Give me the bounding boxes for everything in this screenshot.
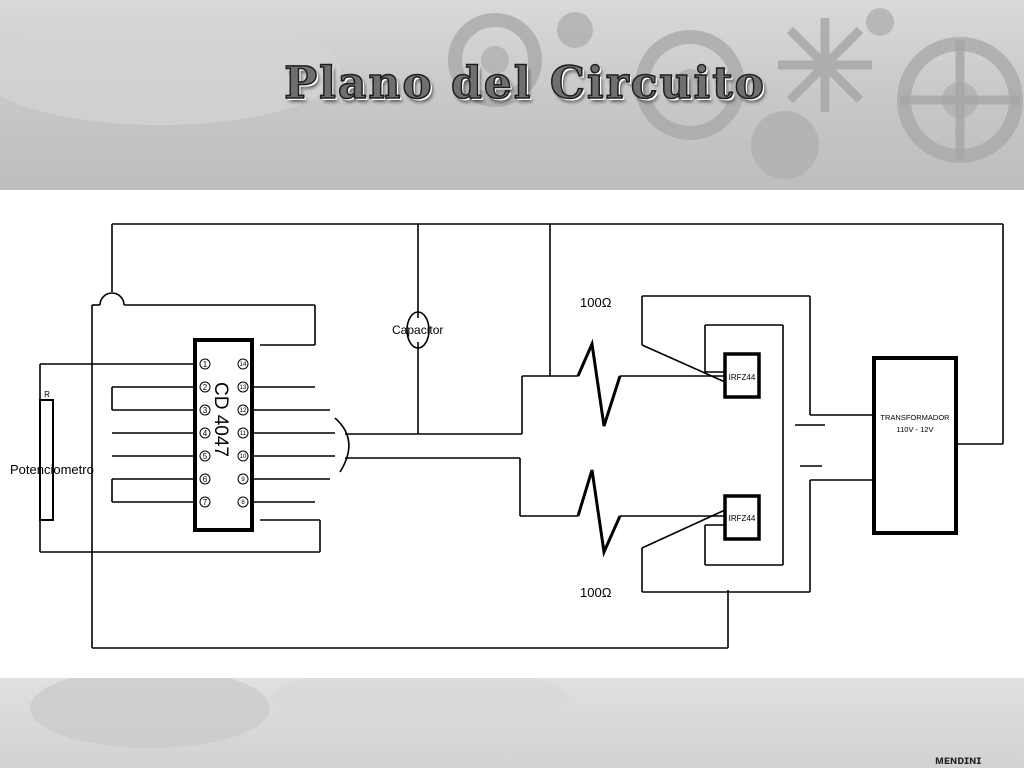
chip-pin-11: 11 [240, 431, 247, 437]
capacitor-symbol [406, 311, 430, 349]
chip-pin-6: 6 [203, 475, 208, 484]
mosfet-bottom-label: IRFZ44 [729, 514, 756, 523]
chip-pin-13: 13 [240, 385, 247, 391]
chip-label: CD 4047 [210, 382, 231, 457]
chip-pin-8: 8 [241, 500, 245, 506]
chip-pin-9: 9 [241, 477, 245, 483]
chip-pin-1: 1 [203, 360, 208, 369]
potentiometer-body [39, 399, 54, 521]
chip-pin-3: 3 [203, 406, 208, 415]
resistor-bottom-label: 100Ω [580, 585, 612, 600]
resistor-bottom [576, 469, 622, 558]
mosfet-top-label: IRFZ44 [729, 373, 756, 382]
circuit-schematic: R Potenciometro 1 2 3 4 5 6 7 [10, 223, 1004, 649]
potentiometer-marker: R [44, 390, 50, 399]
slide-title: Plano del Circuito [283, 57, 766, 110]
capacitor-label: Capacitor [392, 323, 443, 337]
slide-header: Plano del Circuito [0, 0, 1024, 190]
chip-right-pins: 14 13 12 11 10 9 8 [237, 358, 249, 508]
chip-pin-10: 10 [240, 454, 247, 460]
chip-pin-5: 5 [203, 452, 208, 461]
resistor-top [576, 338, 622, 427]
transformer-label-line1: TRANSFORMADOR [880, 413, 950, 422]
circuit-diagram: R Potenciometro 1 2 3 4 5 6 7 [0, 190, 1024, 678]
resistor-top-label: 100Ω [580, 295, 612, 310]
chip-left-pins: 1 2 3 4 5 6 7 [199, 358, 211, 508]
chip-pin-12: 12 [240, 408, 247, 414]
mosfet-bottom-body [723, 494, 761, 541]
transformer-body [872, 356, 958, 535]
footer-background-art: ᴍᴇɴᴅɪɴɪ [30, 678, 981, 767]
chip-cd4047-body [193, 338, 254, 532]
wire-crossing-hop-top [99, 292, 125, 306]
slide-footer: ᴍᴇɴᴅɪɴɪ [0, 678, 1024, 768]
chip-pin-4: 4 [203, 429, 208, 438]
chip-pin-7: 7 [203, 498, 208, 507]
gears-background-art [0, 8, 1023, 179]
transformer-label-line2: 110V - 12V [897, 425, 934, 434]
wire-crossing-hop-right [334, 417, 350, 473]
footer-corner-text: ᴍᴇɴᴅɪɴɪ [935, 753, 981, 767]
chip-pin-14: 14 [240, 362, 247, 368]
chip-pin-2: 2 [203, 383, 208, 392]
mosfet-top-body [723, 352, 761, 399]
potentiometer-label: Potenciometro [10, 462, 94, 477]
